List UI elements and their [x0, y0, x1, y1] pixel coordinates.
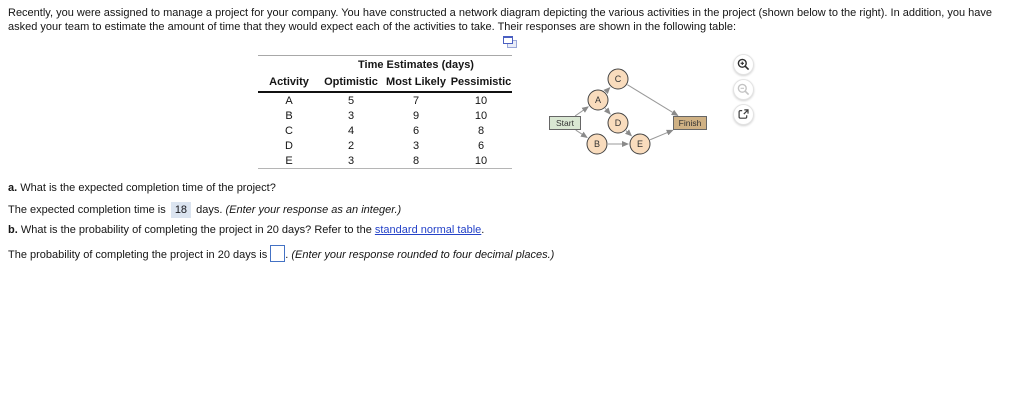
- diagram-node-label: A: [595, 95, 601, 105]
- table-column-header-row: Activity Optimistic Most Likely Pessimis…: [258, 73, 512, 93]
- zoom-out-button[interactable]: [733, 79, 754, 100]
- cell-pessimistic: 10: [474, 109, 488, 122]
- answer-a-input[interactable]: 18: [170, 202, 192, 218]
- diagram-node-label: Start: [556, 118, 575, 128]
- question-a-label: a.: [8, 182, 18, 194]
- diagram-edge-start-a: [574, 106, 589, 117]
- popout-icon[interactable]: [503, 36, 517, 48]
- col-header-optimistic: Optimistic: [320, 73, 382, 93]
- time-estimates-table: Time Estimates (days) Activity Optimisti…: [258, 55, 512, 169]
- table-row: B 3 9 10: [258, 108, 512, 123]
- diagram-node-start: Start: [549, 116, 581, 130]
- cell-pessimistic: 10: [474, 154, 488, 167]
- col-header-pessimistic: Pessimistic: [450, 73, 512, 93]
- diagram-node-finish: Finish: [673, 116, 707, 130]
- diagram-edge-start-b: [575, 129, 588, 138]
- answer-a-hint: (Enter your response as an integer.): [225, 204, 402, 216]
- question-b-after-link: .: [481, 224, 485, 236]
- table-row: C 4 6 8: [258, 123, 512, 138]
- question-a: a. What is the expected completion time …: [8, 181, 276, 195]
- cell-most-likely: 3: [412, 139, 420, 152]
- cell-most-likely: 8: [412, 154, 420, 167]
- table-row: D 2 3 6: [258, 138, 512, 153]
- table-group-header-row: Time Estimates (days): [258, 56, 512, 74]
- cell-activity: B: [285, 109, 293, 122]
- cell-activity: C: [285, 124, 293, 137]
- answer-b-hint: (Enter your response rounded to four dec…: [291, 249, 555, 261]
- magnifier-minus-icon: [737, 83, 750, 96]
- diagram-node-e: E: [629, 133, 651, 155]
- table-group-header: Time Estimates (days): [358, 58, 474, 71]
- cell-activity: A: [285, 94, 293, 107]
- question-b: b. What is the probability of completing…: [8, 223, 484, 237]
- diagram-node-label: Finish: [679, 118, 702, 128]
- intro-paragraph: Recently, you were assigned to manage a …: [8, 7, 993, 33]
- diagram-node-label: B: [594, 139, 600, 149]
- diagram-edge-a-c: [603, 86, 611, 95]
- question-a-text: What is the expected completion time of …: [20, 182, 276, 194]
- diagram-edge-c-finish: [627, 84, 679, 116]
- table-row: E 3 8 10: [258, 153, 512, 169]
- answer-a-prefix: The expected completion time is: [8, 204, 166, 216]
- cell-most-likely: 9: [412, 109, 420, 122]
- table-empty-corner: [258, 56, 320, 74]
- diagram-edge-a-d: [603, 107, 611, 115]
- cell-optimistic: 2: [347, 139, 355, 152]
- cell-most-likely: 6: [412, 124, 420, 137]
- network-diagram: Start A B C D E Finish: [549, 68, 707, 155]
- answer-a-suffix: days.: [196, 204, 223, 216]
- col-header-activity: Activity: [258, 73, 320, 93]
- diagram-node-label: E: [637, 139, 643, 149]
- diagram-node-label: C: [615, 74, 622, 84]
- cell-pessimistic: 6: [477, 139, 485, 152]
- table-row: A 5 7 10: [258, 92, 512, 108]
- cell-optimistic: 4: [347, 124, 355, 137]
- open-in-new-icon: [738, 109, 749, 119]
- cell-most-likely: 7: [412, 94, 420, 107]
- diagram-node-label: D: [615, 118, 622, 128]
- cell-optimistic: 3: [347, 154, 355, 167]
- answer-b-suffix: .: [285, 249, 289, 261]
- expand-button[interactable]: [733, 104, 754, 125]
- zoom-in-button[interactable]: [733, 54, 754, 75]
- question-b-text: What is the probability of completing th…: [20, 224, 372, 236]
- diagram-node-a: A: [587, 89, 609, 111]
- diagram-node-d: D: [607, 112, 629, 134]
- diagram-node-b: B: [586, 133, 608, 155]
- diagram-edge-d-e: [624, 129, 633, 137]
- diagram-node-c: C: [607, 68, 629, 90]
- diagram-edge-e-finish: [649, 129, 674, 141]
- cell-activity: E: [285, 154, 293, 167]
- standard-normal-table-link[interactable]: standard normal table: [374, 224, 482, 236]
- magnifier-plus-icon: [737, 58, 750, 71]
- answer-b-input[interactable]: [270, 245, 286, 262]
- question-b-label: b.: [8, 224, 18, 236]
- answer-line-b: The probability of completing the projec…: [8, 245, 554, 262]
- cell-activity: D: [285, 139, 293, 152]
- cell-pessimistic: 10: [474, 94, 488, 107]
- answer-b-prefix: The probability of completing the projec…: [8, 249, 268, 261]
- popout-icon-front-window: [503, 36, 513, 44]
- cell-optimistic: 5: [347, 94, 355, 107]
- cell-optimistic: 3: [347, 109, 355, 122]
- cell-pessimistic: 8: [477, 124, 485, 137]
- col-header-most-likely: Most Likely: [382, 73, 450, 93]
- answer-line-a: The expected completion time is 18 days.…: [8, 202, 401, 218]
